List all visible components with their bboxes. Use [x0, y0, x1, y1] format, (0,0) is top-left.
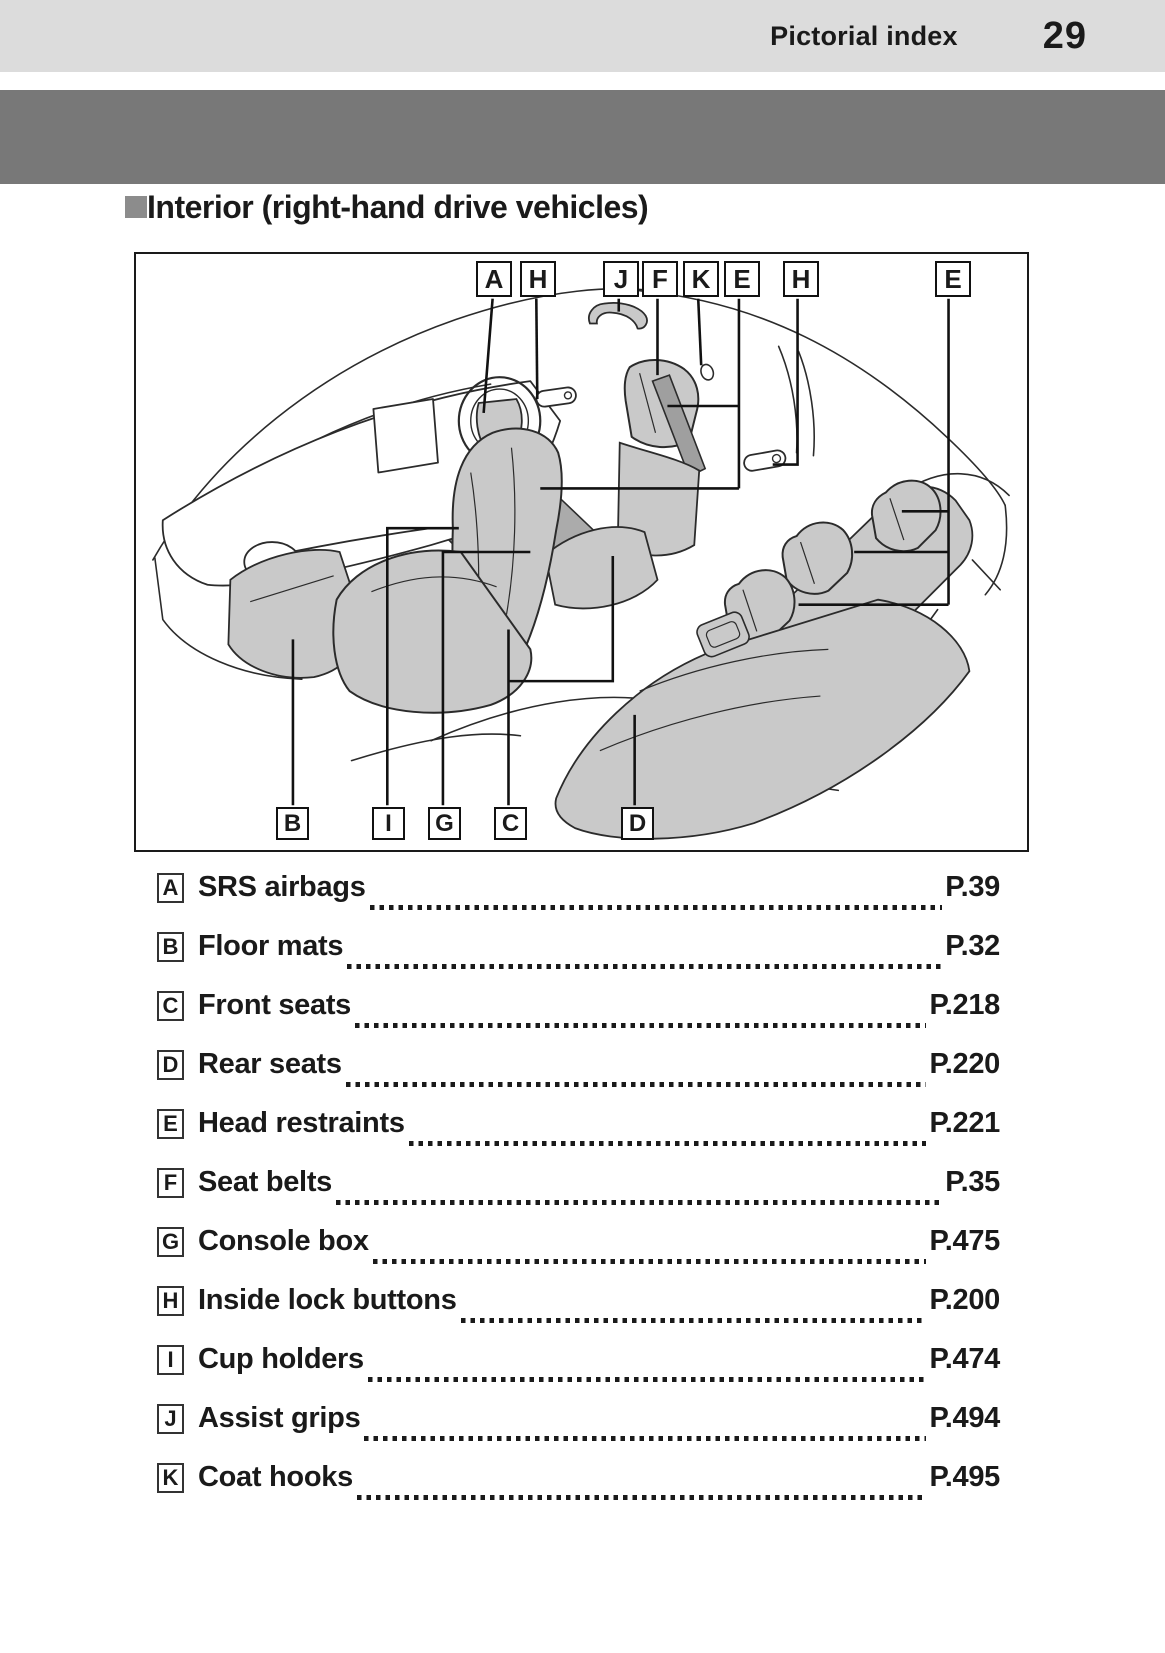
- dot-leader: [356, 1495, 927, 1500]
- index-letter-box: K: [157, 1462, 184, 1493]
- index-item-label: Seat belts: [198, 1166, 332, 1198]
- index-letter-box: I: [157, 1344, 184, 1375]
- diagram-label-G: G: [428, 807, 461, 840]
- pictorial-index-list: A SRS airbags P.39 B Floor mats P.32 C F…: [157, 858, 1000, 1507]
- index-item-label: Head restraints: [198, 1107, 405, 1139]
- index-letter-box: E: [157, 1108, 184, 1139]
- index-page-ref: P.494: [929, 1402, 1000, 1434]
- index-item-label: Front seats: [198, 989, 352, 1021]
- page-header: Pictorial index 29: [0, 0, 1165, 72]
- index-page-ref: P.35: [945, 1166, 1000, 1198]
- index-item-label: Coat hooks: [198, 1461, 353, 1493]
- index-row-inside-lock-buttons: H Inside lock buttons P.200: [157, 1271, 1000, 1330]
- section-title: Interior (right-hand drive vehicles): [125, 189, 649, 225]
- diagram-label-C: C: [494, 807, 527, 840]
- index-letter-box: B: [157, 931, 184, 962]
- diagram-label-H-rear-door: H: [783, 261, 819, 297]
- index-page-ref: P.221: [929, 1107, 1000, 1139]
- index-letter-box: G: [157, 1226, 184, 1257]
- dot-leader: [364, 1436, 927, 1441]
- dot-leader: [336, 1200, 943, 1205]
- index-page-ref: P.218: [929, 989, 1000, 1021]
- index-letter-box: H: [157, 1285, 184, 1316]
- index-row-seat-belts: F Seat belts P.35: [157, 1153, 1000, 1212]
- index-row-console-box: G Console box P.475: [157, 1212, 1000, 1271]
- index-letter-box: C: [157, 990, 184, 1021]
- index-item-label: Cup holders: [198, 1343, 364, 1375]
- index-item-label: SRS airbags: [198, 871, 366, 903]
- diagram-label-H-front-door: H: [520, 261, 556, 297]
- diagram-label-F: F: [642, 261, 678, 297]
- index-row-rear-seats: D Rear seats P.220: [157, 1035, 1000, 1094]
- header-page-number: 29: [1042, 14, 1087, 57]
- dot-leader: [355, 1023, 927, 1028]
- index-item-label: Floor mats: [198, 930, 344, 962]
- dot-leader: [367, 1377, 927, 1382]
- index-page-ref: P.495: [929, 1461, 1000, 1493]
- diagram-label-K: K: [683, 261, 719, 297]
- diagram-label-E-front: E: [724, 261, 760, 297]
- index-letter-box: F: [157, 1167, 184, 1198]
- diagram-label-I: I: [372, 807, 405, 840]
- index-item-label: Console box: [198, 1225, 369, 1257]
- index-row-cup-holders: I Cup holders P.474: [157, 1330, 1000, 1389]
- index-page-ref: P.32: [945, 930, 1000, 962]
- section-title-text: Interior (right-hand drive vehicles): [147, 189, 649, 225]
- interior-diagram: A H J F K E H E B I G C D: [134, 252, 1029, 852]
- index-item-label: Inside lock buttons: [198, 1284, 457, 1316]
- index-row-srs-airbags: A SRS airbags P.39: [157, 858, 1000, 917]
- index-letter-box: A: [157, 872, 184, 903]
- index-row-head-restraints: E Head restraints P.221: [157, 1094, 1000, 1153]
- chapter-tab-band: [0, 90, 1165, 184]
- index-row-assist-grips: J Assist grips P.494: [157, 1389, 1000, 1448]
- index-page-ref: P.475: [929, 1225, 1000, 1257]
- car-interior-illustration: [152, 287, 1010, 840]
- index-row-floor-mats: B Floor mats P.32: [157, 917, 1000, 976]
- dot-leader: [345, 1082, 927, 1087]
- index-row-coat-hooks: K Coat hooks P.495: [157, 1448, 1000, 1507]
- index-row-front-seats: C Front seats P.218: [157, 976, 1000, 1035]
- dot-leader: [460, 1318, 927, 1323]
- index-page-ref: P.220: [929, 1048, 1000, 1080]
- index-item-label: Rear seats: [198, 1048, 342, 1080]
- header-section-label: Pictorial index: [770, 20, 958, 51]
- index-letter-box: D: [157, 1049, 184, 1080]
- dot-leader: [369, 905, 943, 910]
- index-letter-box: J: [157, 1403, 184, 1434]
- dot-leader: [408, 1141, 927, 1146]
- index-page-ref: P.200: [929, 1284, 1000, 1316]
- dot-leader: [347, 964, 943, 969]
- dot-leader: [372, 1259, 927, 1264]
- title-square-bullet-icon: [125, 196, 147, 218]
- diagram-label-J: J: [603, 261, 639, 297]
- index-item-label: Assist grips: [198, 1402, 361, 1434]
- diagram-label-A: A: [476, 261, 512, 297]
- index-page-ref: P.39: [945, 871, 1000, 903]
- diagram-label-E-rear: E: [935, 261, 971, 297]
- diagram-label-D: D: [621, 807, 654, 840]
- diagram-label-B: B: [276, 807, 309, 840]
- index-page-ref: P.474: [929, 1343, 1000, 1375]
